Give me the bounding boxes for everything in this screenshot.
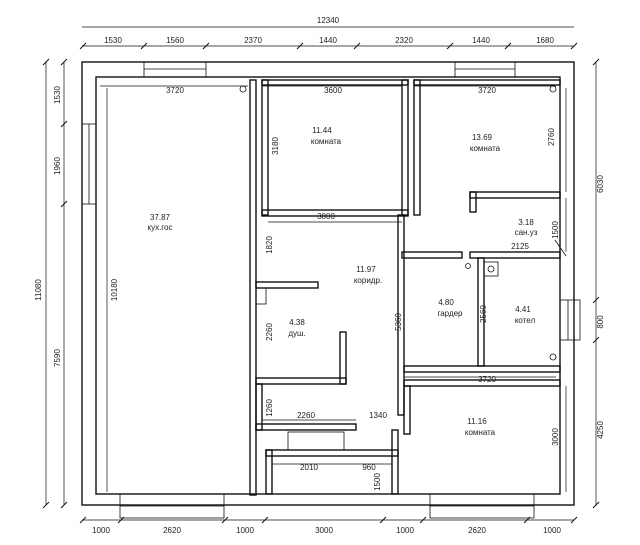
bottom-dim-2: 2620	[163, 526, 181, 535]
shower-name: душ.	[288, 329, 305, 338]
left-dim-1: 1530	[53, 86, 62, 104]
outer-walls	[81, 61, 575, 506]
room3-top-dim: 3720	[478, 375, 496, 384]
kitchen-area: 37.87	[150, 213, 171, 222]
wardrobe-area: 4.80	[438, 298, 454, 307]
porch-height-dim: 1500	[373, 473, 382, 491]
shower-height-dim: 2260	[265, 323, 274, 341]
kitchen-name: кух.гос	[147, 223, 172, 232]
boiler-area: 4.41	[515, 305, 531, 314]
shower-bottom-dim: 2260	[297, 411, 315, 420]
right-dim-3: 4250	[596, 421, 605, 439]
boiler-name: котел	[515, 316, 536, 325]
corridor-right-dim: 5360	[394, 313, 403, 331]
bath-right-dim: 1500	[551, 221, 560, 239]
room2-name: комната	[470, 144, 501, 153]
wardrobe-right-dim: 2560	[479, 305, 488, 323]
room2-right-dim: 2760	[547, 128, 556, 146]
top-dim-5: 2320	[395, 36, 413, 45]
bottom-dim-3: 1000	[236, 526, 254, 535]
top-dim-6: 1440	[472, 36, 490, 45]
left-inner-dim: 10180	[110, 278, 119, 301]
right-dim-1: 6030	[596, 175, 605, 193]
top-dim-3: 2370	[244, 36, 262, 45]
bottom-dim-4: 3000	[315, 526, 333, 535]
dimension-ticks	[42, 42, 600, 524]
bathroom-area: 3.18	[518, 218, 534, 227]
bottom-dim-5: 1000	[396, 526, 414, 535]
dimension-lines	[45, 26, 597, 521]
room1-area: 11.44	[312, 126, 332, 135]
bottom-dim-1: 1000	[92, 526, 110, 535]
room2-top-dim: 3720	[478, 86, 496, 95]
shower-area: 4.38	[289, 318, 305, 327]
bottom-dim-6: 2620	[468, 526, 486, 535]
room1-name: комната	[311, 137, 342, 146]
interior-walls	[249, 79, 561, 496]
porch-side-dim: 960	[362, 463, 376, 472]
left-dim-3: 7590	[53, 349, 62, 367]
top-dim-4: 1440	[319, 36, 337, 45]
bathroom-name: сан.уз	[515, 228, 538, 237]
kitchen-top-dim: 3720	[166, 86, 184, 95]
porch-width-dim: 2010	[300, 463, 318, 472]
left-dim-2: 1960	[53, 157, 62, 175]
windows	[81, 61, 581, 519]
room1-top-dim: 3600	[324, 86, 342, 95]
wardrobe-name: гардер	[437, 309, 463, 318]
top-dim-2: 1560	[166, 36, 184, 45]
corridor-name: коридр.	[354, 276, 382, 285]
fixtures	[239, 85, 567, 361]
bath-bottom-dim: 2125	[511, 242, 529, 251]
overall-height-dim: 11080	[34, 279, 43, 301]
corridor-bottom-dim: 1340	[369, 411, 387, 420]
room3-right-dim: 3000	[551, 428, 560, 446]
top-dim-1: 1530	[104, 36, 122, 45]
overall-width-dim: 12340	[317, 16, 340, 25]
corridor-area: 11.97	[356, 265, 376, 274]
top-dim-7: 1680	[536, 36, 554, 45]
room1-left-dim: 3180	[271, 137, 280, 155]
room3-area: 11.16	[467, 417, 487, 426]
corridor-left-dim: 1820	[265, 236, 274, 254]
right-dim-2: 800	[596, 315, 605, 329]
room3-name: комната	[465, 428, 496, 437]
bottom-dim-7: 1000	[543, 526, 561, 535]
below-shower-dim: 1260	[265, 399, 274, 417]
room1-bottom-dim: 3800	[317, 212, 335, 221]
room2-area: 13.69	[472, 133, 493, 142]
